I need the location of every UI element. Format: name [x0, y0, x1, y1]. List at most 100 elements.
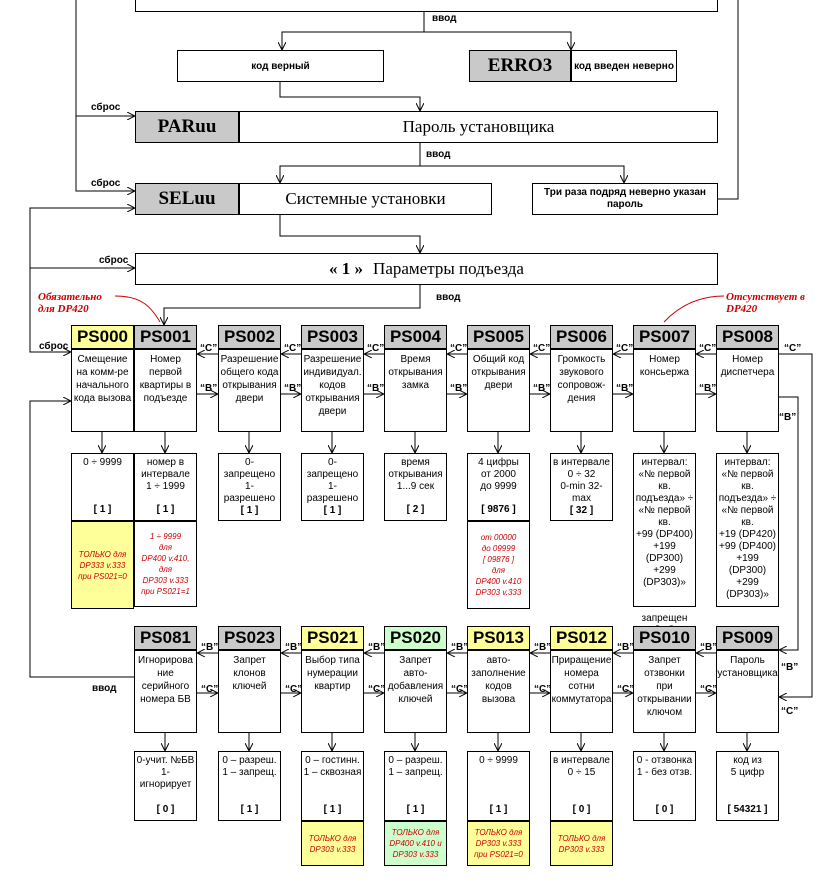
ps021-default: [ 1 ] — [323, 804, 342, 815]
ps023-description: Запрет клонов ключей — [218, 650, 281, 733]
code-ok-box: код верный — [177, 50, 384, 82]
reset-label-4: сброс — [39, 341, 69, 352]
ps013-values: 0 ÷ 9999[ 1 ] — [467, 751, 530, 821]
ps002-tag: PS002 — [218, 325, 281, 349]
ps000-default: [ 1 ] — [93, 504, 112, 515]
wire-ok-to-paruu — [279, 82, 420, 110]
arrow-c-ps008: “С” — [784, 343, 802, 354]
wire-seluu-to-params — [279, 215, 420, 252]
ps023-range: 0 – разреш. 1 – запрещ. — [222, 755, 277, 778]
ps002-range: 0-запрещено 1-разрешено — [223, 457, 276, 504]
ps002-description: Разрешение общего кода открывания двери — [218, 349, 281, 432]
annotation-required-dp420: Обязательно для DP420 — [38, 291, 102, 315]
ps008-tag: PS008 — [716, 325, 779, 349]
ps004-default: [ 2 ] — [406, 504, 425, 515]
arrow-c-row1-2: “С” — [284, 343, 302, 354]
ps021-values: 0 – гостинн. 1 – сквозная[ 1 ] — [301, 751, 364, 821]
ps001-values: номер в интервале 1 ÷ 1999[ 1 ] — [134, 453, 197, 521]
ps000-description: Смещение на комм-ре начального кода вызо… — [71, 349, 134, 432]
arrow-c-row1-7: “С” — [699, 343, 717, 354]
wire-to-erro3 — [424, 31, 571, 49]
ps010-values: 0 - отзвонка 1 - без отзв.[ 0 ] — [633, 751, 696, 821]
ps012-note: ТОЛЬКО для DP303 v.333 — [550, 821, 613, 866]
ps003-description: Разрешение индивидуал. кодов открывания … — [301, 349, 364, 432]
ps006-default: [ 32 ] — [569, 505, 594, 516]
ps021-description: Выбор типа нумерации квартир — [301, 650, 364, 733]
wire-reset-paruu — [75, 0, 134, 116]
ps012-tag: PS012 — [550, 626, 613, 650]
annotation-pointer-left — [114, 295, 161, 323]
system-settings-text: Системные установки — [285, 189, 446, 208]
arrow-b-row2-2: “В” — [368, 642, 386, 653]
arrow-b-row1-1: “В” — [200, 383, 218, 394]
ps020-note: ТОЛЬКО для DP400 v.410 и DP303 v.333 — [384, 821, 447, 866]
ps004-description: Время открывания замка — [384, 349, 447, 432]
ps007-tag: PS007 — [633, 325, 696, 349]
ps006-range: в интервале 0 ÷ 32 0-min 32-max — [553, 457, 610, 504]
ps005-values: 4 цифры от 2000 до 9999[ 9876 ] — [467, 453, 530, 521]
arrow-c-row2-4: “С” — [534, 684, 552, 695]
entrance-params-box: « 1 » Параметры подъезда — [135, 253, 718, 285]
ps010-range: 0 - отзвонка 1 - без отзв. — [636, 755, 693, 778]
arrow-b-row2-6: “В” — [700, 642, 718, 653]
arrow-b-row2-1: “В” — [285, 642, 303, 653]
ps002-values: 0-запрещено 1-разрешено[ 1 ] — [218, 453, 281, 521]
input-label-3: ввод — [436, 292, 461, 303]
installer-password-text: Пароль установщика — [402, 117, 555, 136]
ps013-default: [ 1 ] — [489, 804, 508, 815]
arrow-c-row1-3: “С” — [367, 343, 385, 354]
annotation-absent-dp420: Отсутствует в DP420 — [726, 291, 805, 315]
ps013-note: ТОЛЬКО для DP303 v.333 при PS021=0 — [467, 821, 530, 866]
code-ok-text: код верный — [251, 60, 310, 72]
code-wrong-text: код введен неверно — [574, 60, 674, 72]
ps008-description: Номер диспетчера — [716, 349, 779, 432]
annotation-pointer-right — [663, 295, 725, 323]
arrow-b-row1-7: “В” — [699, 383, 717, 394]
ps023-default: [ 1 ] — [240, 804, 259, 815]
ps007-range: интервал: «№ первой кв. подъезда» ÷ «№ п… — [635, 457, 694, 624]
ps004-values: время открывания 1...9 сек[ 2 ] — [384, 453, 447, 521]
reset-label-1: сброс — [91, 102, 121, 113]
input-label-1: ввод — [432, 13, 457, 24]
ps081-description: Игнорирова ние серийного номера БВ — [134, 650, 197, 733]
ps001-note: 1 ÷ 9999 для DP400 v.410, для DP303 v.33… — [134, 521, 197, 607]
ps005-description: Общий код открывания двери — [467, 349, 530, 432]
ps005-range: 4 цифры от 2000 до 9999 — [478, 457, 519, 492]
arrow-c-row2-3: “С” — [451, 684, 469, 695]
wire-paruu-to-seluu — [280, 143, 421, 182]
ps012-values: в интервале 0 ÷ 15[ 0 ] — [550, 751, 613, 821]
ps003-default: [ 1 ] — [323, 505, 342, 516]
arrow-c-row2-6: “С” — [700, 684, 718, 695]
arrow-c-row1-5: “С” — [533, 343, 551, 354]
arrow-b-row2-4: “В” — [534, 642, 552, 653]
ps010-description: Запрет отзвонки при открывании ключом — [633, 650, 696, 733]
ps003-tag: PS003 — [301, 325, 364, 349]
ps004-tag: PS004 — [384, 325, 447, 349]
ps020-description: Запрет авто- добавления ключей — [384, 650, 447, 733]
arrow-b-ps009: “В” — [781, 662, 799, 673]
ps023-tag: PS023 — [218, 626, 281, 650]
reset-label-3: сброс — [99, 255, 129, 266]
ps006-description: Громкость звукового сопровож- дения — [550, 349, 613, 432]
wire-ps008-c — [779, 353, 813, 697]
ps023-values: 0 – разреш. 1 – запрещ. [ 1 ] — [218, 751, 281, 821]
arrow-b-row2-3: “В” — [451, 642, 469, 653]
arrow-c-row2-1: “С” — [285, 684, 303, 695]
wire-reset-seluu — [75, 116, 134, 191]
ps010-tag: PS010 — [633, 626, 696, 650]
arrow-c-ps009: “С” — [781, 706, 799, 717]
wire-params-to-ps001 — [164, 285, 421, 324]
ps008-values: интервал: «№ первой кв. подъезда» ÷ «№ п… — [716, 453, 779, 648]
arrow-b-row1-5: “В” — [533, 383, 551, 394]
ps000-range: 0 ÷ 9999 — [83, 457, 122, 468]
wire-ps008-b — [779, 396, 799, 650]
arrow-b-row1-6: “В” — [616, 383, 634, 394]
ps009-description: Пароль установщика — [716, 650, 779, 733]
wire-reset-params-loop — [29, 208, 134, 343]
code-wrong-box: код введен неверно — [571, 50, 677, 82]
reset-label-2: сброс — [91, 178, 121, 189]
top-cut-box — [135, 0, 718, 12]
arrow-c-row1-6: “С” — [616, 343, 634, 354]
arrow-c-row1-4: “С” — [450, 343, 468, 354]
ps005-tag: PS005 — [467, 325, 530, 349]
